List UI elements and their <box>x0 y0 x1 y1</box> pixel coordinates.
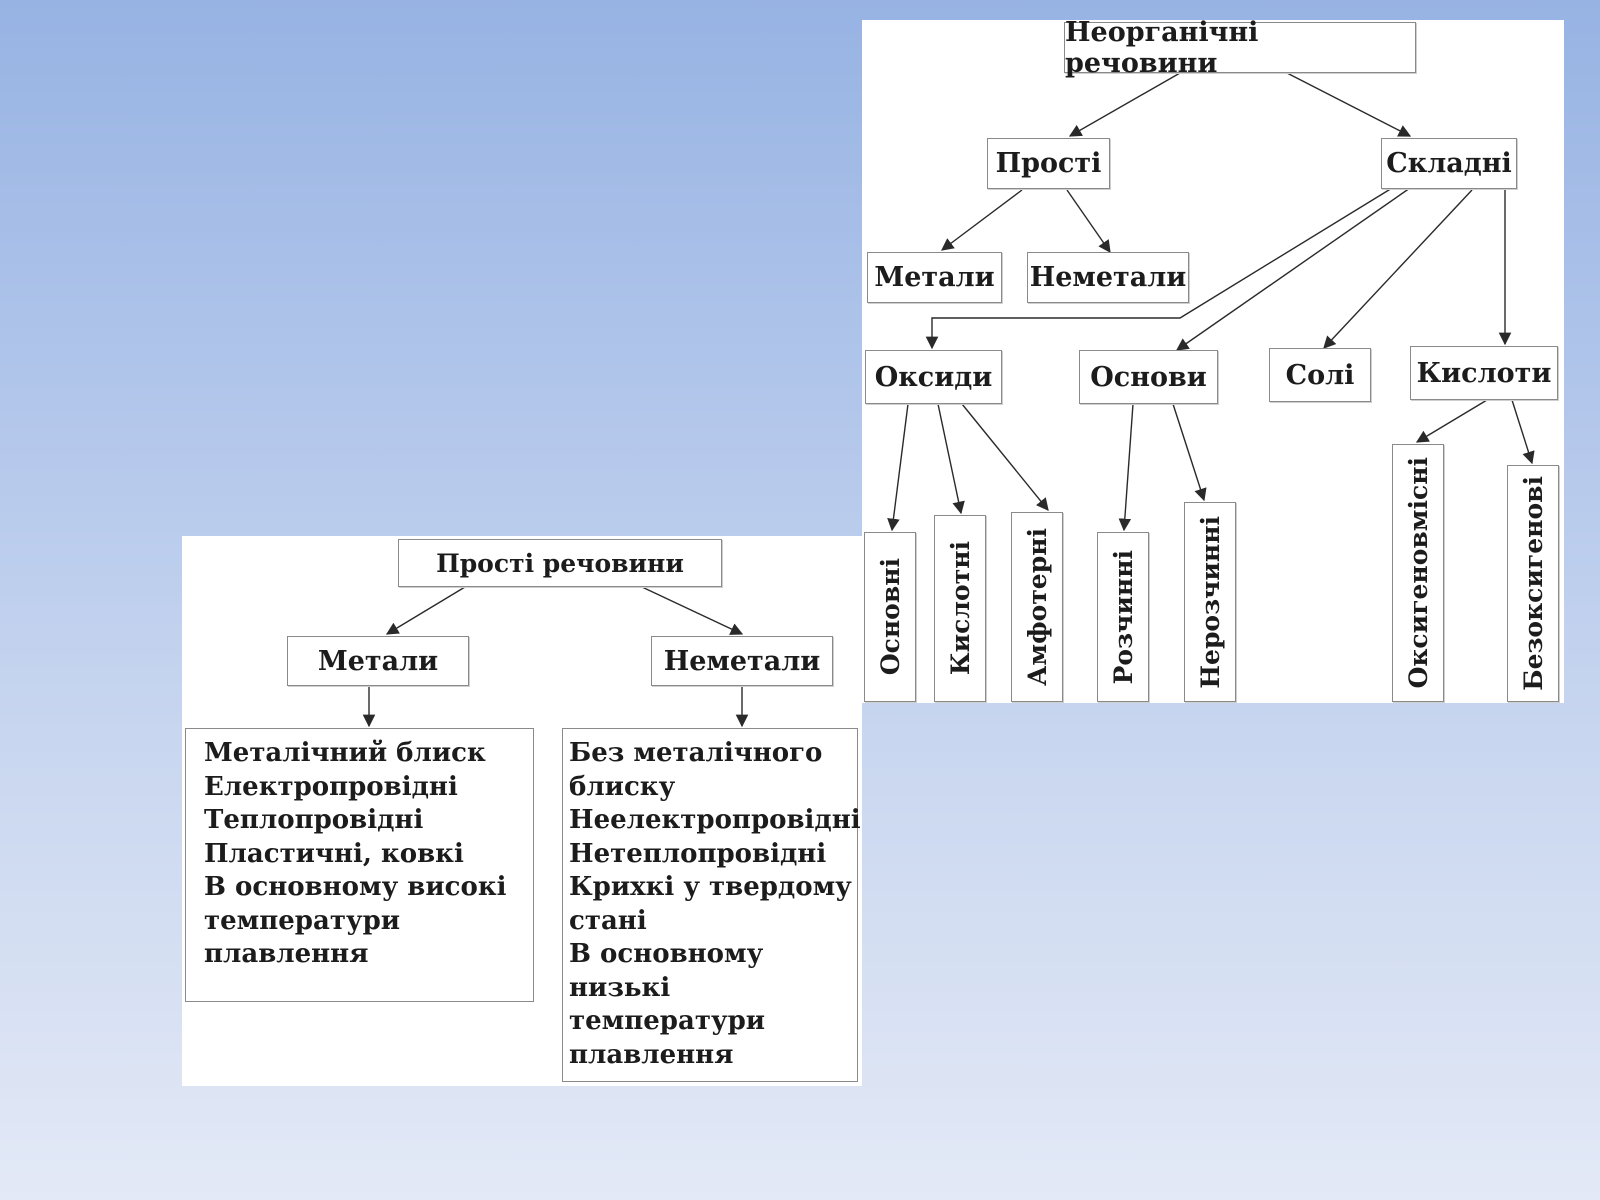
arrow-oxides-acidic <box>937 403 965 515</box>
metal-property: температури <box>204 905 401 936</box>
node-oxide-acidic: Кислотні <box>934 515 986 702</box>
node-simple-nonmetals: Неметали <box>651 636 833 686</box>
node-inorganic-substances: Неорганічні речовини <box>1064 17 1416 79</box>
arrow-bases-insoluble <box>1172 403 1207 502</box>
nonmetal-property: Нетеплопровідні <box>569 838 827 869</box>
arrow-acids-oxygen <box>1415 399 1488 443</box>
nonmetal-property: Неелектропровідні <box>569 805 861 835</box>
node-salts: Солі <box>1269 348 1371 402</box>
metal-property: плавлення <box>204 939 369 969</box>
metal-properties-list: Металічний блиск Електропровідні Теплопр… <box>185 728 534 1002</box>
node-oxides: Оксиди <box>865 350 1002 404</box>
simple-arrows <box>362 586 749 728</box>
node-acids: Кислоти <box>1410 346 1558 400</box>
node-oxide-basic: Основні <box>864 532 916 702</box>
node-oxide-amphoteric: Амфотерні <box>1011 512 1063 702</box>
arrow-simple-root-metals <box>385 586 466 635</box>
arrow-complex-oxides <box>925 184 1398 350</box>
arrow-complex-bases <box>1175 187 1411 351</box>
node-simple-substances: Прості речовини <box>398 539 722 587</box>
metal-property: Теплопровідні <box>204 805 424 835</box>
node-acid-oxygenfree: Безоксигенові <box>1507 465 1559 702</box>
nonmetal-properties-list: Без металічного блиску Неелектропровідні… <box>562 728 861 1082</box>
nonmetal-property: температури <box>569 1006 766 1036</box>
node-simple-metals: Метали <box>287 636 469 686</box>
arrow-simple-root-nonmetals <box>641 586 744 635</box>
node-acid-oxygen: Оксигеновмісні <box>1392 444 1444 702</box>
arrow-oxides-basic <box>887 403 909 532</box>
inorganic-arrows <box>887 72 1535 532</box>
simple-substances-diagram: Прості речовини Метали Неметали Металічн… <box>182 536 862 1086</box>
metal-property: Пластичні, ковкі <box>204 838 464 869</box>
node-base-soluble: Розчинні <box>1097 532 1149 702</box>
metal-property: Металічний блиск <box>204 738 486 768</box>
arrow-bases-soluble <box>1118 403 1134 532</box>
arrow-simple-nonmetals <box>1066 189 1111 254</box>
metal-property: В основному високі <box>204 872 507 902</box>
node-nonmetals: Неметали <box>1027 252 1189 303</box>
node-complex: Складні <box>1381 138 1517 189</box>
node-simple: Прості <box>987 138 1110 189</box>
arrow-acids-oxygenfree <box>1511 399 1535 465</box>
metal-property: Електропровідні <box>204 771 458 802</box>
arrow-simple-metals <box>940 189 1023 251</box>
inorganic-substances-diagram: Неорганічні речовини Прості Складні Мета… <box>862 17 1564 703</box>
nonmetal-property: низькі <box>569 972 671 1003</box>
arrow-root-complex <box>1286 72 1412 137</box>
arrow-complex-salts <box>1323 189 1473 349</box>
nonmetal-property: плавлення <box>569 1039 734 1070</box>
node-base-insoluble: Нерозчинні <box>1184 502 1236 702</box>
nonmetal-property: В основному <box>569 939 764 969</box>
node-metals: Метали <box>867 252 1002 303</box>
nonmetal-property: Без металічного <box>569 738 823 768</box>
arrow-oxides-amphoteric <box>961 403 1049 511</box>
arrow-root-simple <box>1068 72 1181 137</box>
nonmetal-property: блиску <box>569 771 676 802</box>
nonmetal-property: стані <box>569 905 647 936</box>
nonmetal-property: Крихкі у твердому <box>569 872 852 902</box>
node-bases: Основи <box>1079 350 1218 404</box>
